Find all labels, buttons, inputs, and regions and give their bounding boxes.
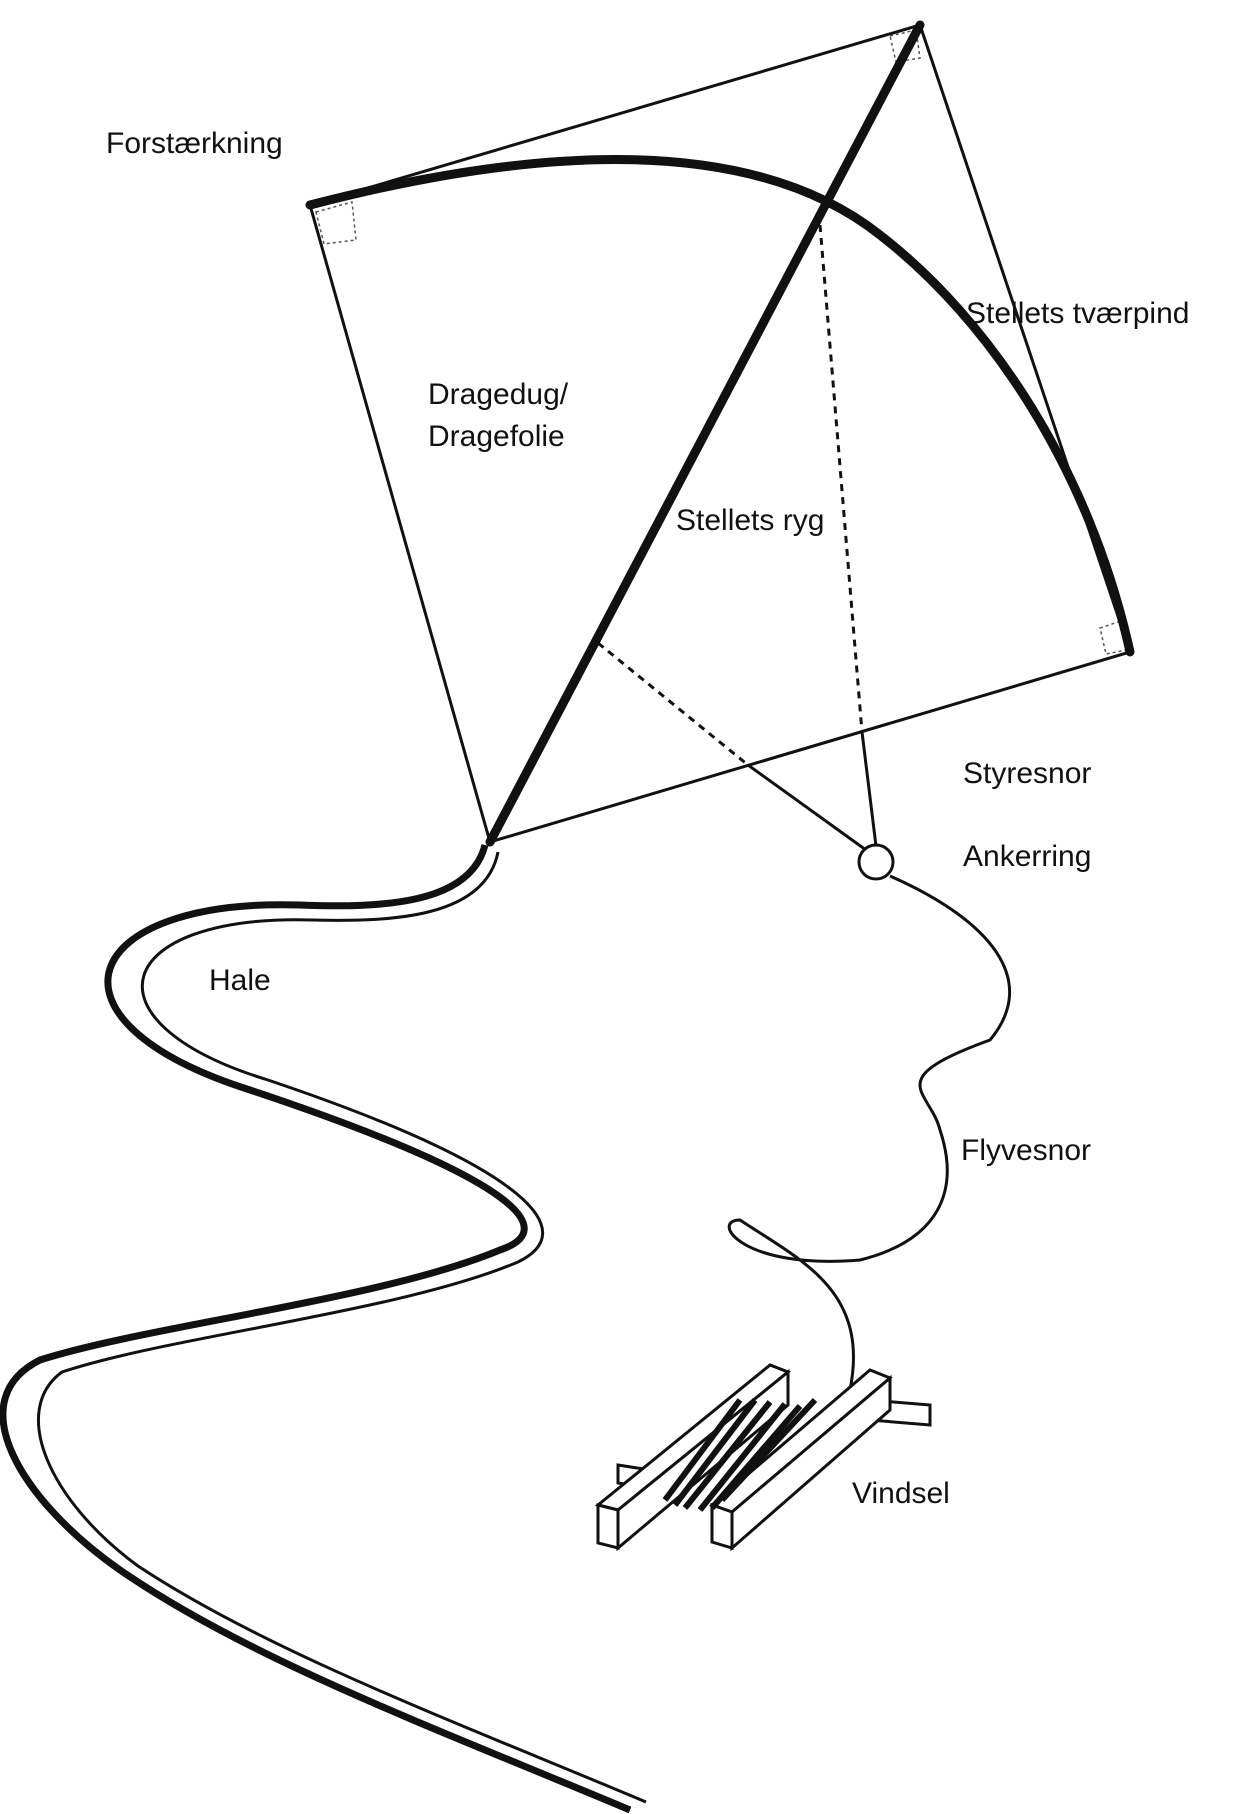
line-reel bbox=[594, 1363, 932, 1552]
kite-tail-inner bbox=[37, 851, 647, 1804]
label-flyvesnor: Flyvesnor bbox=[961, 1134, 1091, 1167]
kite-cross-spar bbox=[305, 155, 1135, 657]
label-stellets-tvaerpind: Stellets tværpind bbox=[966, 297, 1189, 330]
label-hale: Hale bbox=[209, 964, 271, 997]
label-dragedug-line2: Dragefolie bbox=[428, 420, 565, 453]
label-dragedug-line1: Dragedug/ bbox=[428, 378, 569, 411]
corner-reinforcements bbox=[315, 29, 1127, 655]
kite-spine bbox=[485, 20, 925, 847]
bridle-lines bbox=[597, 224, 878, 852]
kite-tail-outer bbox=[0, 844, 632, 1814]
label-ankerring: Ankerring bbox=[963, 840, 1091, 873]
anchor-ring bbox=[857, 843, 895, 881]
label-styresnor: Styresnor bbox=[963, 757, 1091, 790]
label-forstaerkning: Forstærkning bbox=[106, 127, 283, 160]
label-stellets-ryg: Stellets ryg bbox=[676, 504, 824, 537]
flying-line bbox=[727, 874, 1011, 1391]
label-vindsel: Vindsel bbox=[852, 1477, 950, 1510]
